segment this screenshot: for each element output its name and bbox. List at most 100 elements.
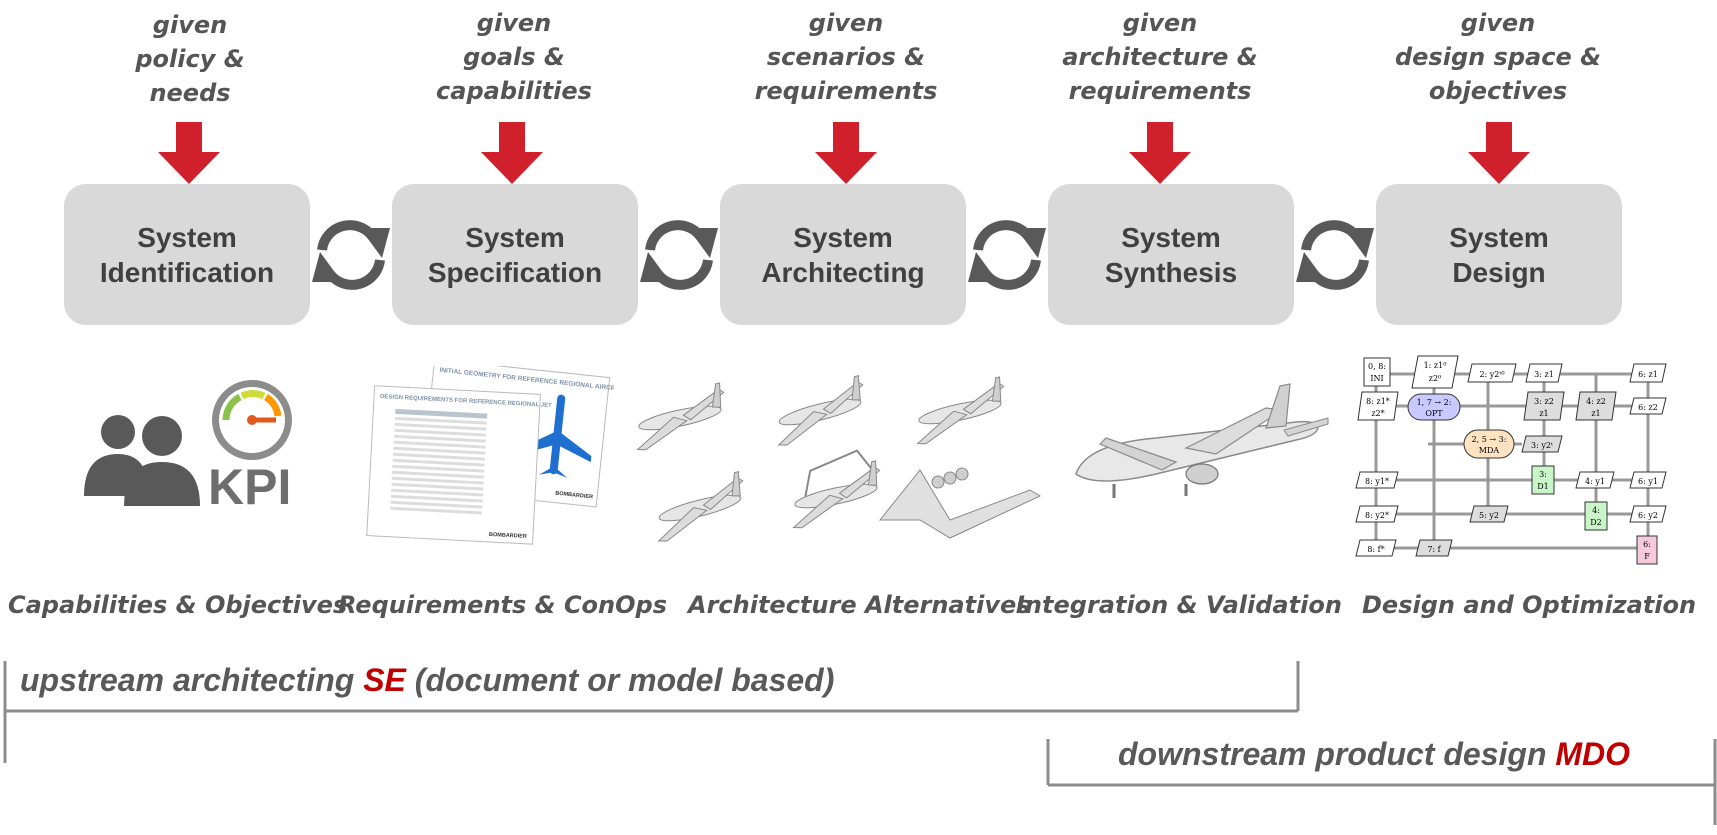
xdsm-d1-block: 3: D1	[1531, 465, 1555, 495]
given-line: given	[808, 9, 884, 37]
upstream-label-accent: SE	[363, 662, 406, 698]
xdsm-text: 8: y1*	[1365, 477, 1389, 486]
given-line: goals &	[463, 43, 565, 71]
xdsm-var-z1z2-star: 8: z1* z2*	[1357, 391, 1399, 421]
xdsm-var-z2z1-a: 3: z2 z1	[1523, 391, 1565, 421]
xdsm-var-y2-a: 5: y2	[1469, 505, 1509, 523]
aircraft-concept-flying-wing	[878, 467, 1042, 539]
xdsm-text: z2⁰	[1429, 374, 1442, 383]
xdsm-f-block: 6: F	[1636, 535, 1658, 565]
stage-system-architecting: System Architecting	[720, 184, 966, 325]
xdsm-text: 8: z1*	[1366, 397, 1390, 406]
stage-title-line: System	[793, 221, 893, 253]
xdsm-text: 2, 5 → 3:	[1472, 435, 1507, 444]
stage-title-line: Design	[1452, 256, 1546, 288]
upstream-label-suffix: (document or model based)	[405, 662, 835, 698]
given-line: objectives	[1428, 77, 1568, 105]
stage-title-line: System	[137, 221, 237, 253]
given-line: needs	[149, 79, 231, 107]
xdsm-mda-block: 2, 5 → 3: MDA	[1463, 429, 1515, 459]
stage-title-line: System	[1121, 221, 1221, 253]
requirements-documents-illustration: INITIAL GEOMETRY FOR REFERENCE REGIONAL …	[366, 366, 614, 545]
downstream-bracket	[1046, 739, 1717, 825]
xdsm-var-y1-b: 6: y1	[1629, 471, 1667, 489]
caption-design-optimization: Design and Optimization	[1362, 591, 1697, 619]
cycle-icon	[1296, 220, 1374, 290]
caption-capabilities-objectives: Capabilities & Objectives	[8, 591, 348, 619]
down-arrow-icon	[1129, 122, 1191, 184]
xdsm-text: 6: z1	[1638, 370, 1658, 379]
xdsm-text: 4: y1	[1585, 477, 1605, 486]
xdsm-var-z2-right: 6: z2	[1629, 397, 1667, 415]
stage-title-line: System	[1449, 221, 1549, 253]
xdsm-var-y2-star: 8: y2*	[1355, 505, 1399, 523]
xdsm-var-f-star: 8: f*	[1355, 539, 1397, 557]
stage-title-line: Architecting	[761, 256, 925, 288]
xdsm-var-f: 7: f	[1415, 539, 1453, 557]
xdsm-text: z1	[1539, 409, 1548, 418]
downstream-label-accent: MDO	[1555, 736, 1631, 772]
caption-integration-validation: Integration & Validation	[1016, 591, 1342, 619]
given-line: policy &	[135, 45, 245, 73]
stage-title-line: Specification	[427, 256, 603, 288]
given-label-design: given design space & objectives	[1388, 6, 1608, 108]
down-arrow-icon	[158, 122, 220, 184]
xdsm-text: D2	[1590, 518, 1602, 527]
given-line: architecture &	[1062, 43, 1258, 71]
xdsm-text: INI	[1370, 374, 1383, 383]
xdsm-text: 2: y2ᵗ⁰	[1479, 370, 1504, 379]
aircraft-concept	[627, 382, 733, 452]
given-line: design space &	[1394, 43, 1602, 71]
airliner-icon	[1075, 383, 1329, 498]
xdsm-text: 3: y2ᵗ	[1531, 441, 1553, 450]
people-icon	[84, 415, 200, 506]
cycle-icon	[312, 220, 390, 290]
xdsm-text: 6:	[1643, 540, 1651, 549]
xdsm-text: 0, 8:	[1368, 362, 1386, 371]
given-line: given	[1460, 9, 1536, 37]
down-arrow-icon	[1468, 122, 1530, 184]
xdsm-text: 3: z1	[1534, 370, 1554, 379]
xdsm-text: 7: f	[1427, 545, 1441, 554]
stage-system-design: System Design	[1376, 184, 1622, 325]
upstream-label: upstream architecting SE (document or mo…	[20, 662, 834, 699]
xdsm-text: 4: z2	[1586, 397, 1606, 406]
upstream-bracket	[3, 661, 1300, 763]
xdsm-var-z1z2-0: 1: z1⁰ z2⁰	[1411, 355, 1459, 389]
upstream-label-text: upstream architecting	[20, 662, 364, 698]
kpi-people-illustration: KPI	[84, 380, 292, 508]
document-front: DESIGN REQUIREMENTS FOR REFERENCE REGION…	[366, 385, 552, 545]
xdsm-text: z2*	[1371, 409, 1384, 418]
stage-title-line: System	[465, 221, 565, 253]
xdsm-text: 4:	[1592, 506, 1600, 515]
xdsm-var-y2t0: 2: y2ᵗ⁰	[1467, 363, 1517, 383]
xdsm-text: MDA	[1479, 446, 1500, 455]
xdsm-text: 3:	[1539, 470, 1547, 479]
brand-label: BOMBARDIER	[489, 532, 527, 540]
down-arrow-icon	[815, 122, 877, 184]
xdsm-var-y2t: 3: y2ᵗ	[1521, 435, 1563, 453]
stage-system-identification: System Identification	[64, 184, 310, 325]
xdsm-text: 8: y2*	[1365, 511, 1389, 520]
aircraft-concept	[907, 376, 1013, 446]
given-line: given	[476, 9, 552, 37]
xdsm-text: D1	[1537, 482, 1549, 491]
requirements-table	[390, 408, 488, 515]
cycle-icon	[640, 220, 718, 290]
given-line: scenarios &	[766, 43, 926, 71]
downstream-label: downstream product design MDO	[1118, 736, 1630, 773]
xdsm-d2-block: 4: D2	[1584, 501, 1608, 531]
xdsm-opt-block: 1, 7 → 2: OPT	[1407, 393, 1461, 421]
given-line: requirements	[754, 77, 938, 105]
aircraft-concept	[766, 374, 873, 448]
given-label-architecting: given scenarios & requirements	[736, 6, 956, 108]
stage-system-specification: System Specification	[392, 184, 638, 325]
xdsm-ini-block: 0, 8: INI	[1363, 357, 1391, 387]
xdsm-var-y2-b: 6: y2	[1629, 505, 1667, 523]
given-label-synthesis: given architecture & requirements	[1050, 6, 1270, 108]
aircraft-concept-boxwing	[783, 449, 889, 530]
gauge-icon	[212, 380, 292, 460]
caption-requirements-conops: Requirements & ConOps	[338, 591, 667, 619]
xdsm-var-y1-a: 4: y1	[1575, 471, 1615, 489]
xdsm-var-y1-star: 8: y1*	[1355, 471, 1399, 489]
